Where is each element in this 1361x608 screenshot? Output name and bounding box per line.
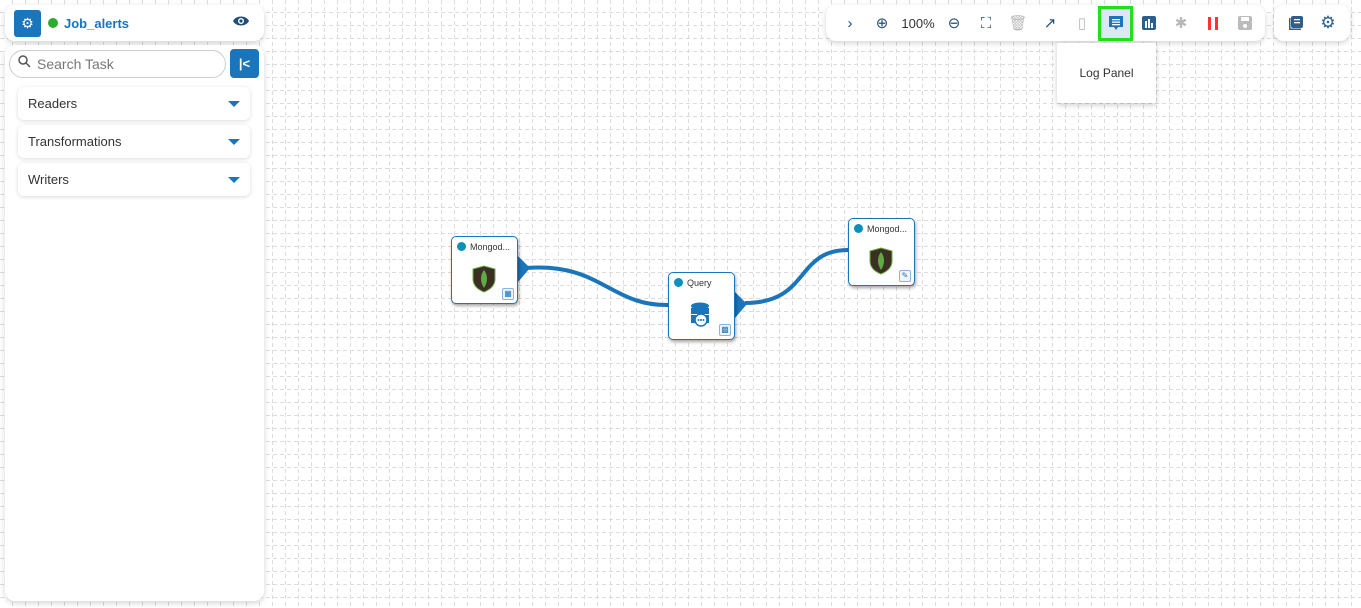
- eye-icon[interactable]: [232, 14, 250, 32]
- settings-gear-icon[interactable]: ⚙: [1320, 13, 1336, 32]
- pipeline-gear-icon: ⚙: [14, 9, 41, 37]
- secondary-toolbar: ⚙: [1274, 5, 1350, 41]
- section-label: Transformations: [28, 134, 122, 149]
- reader-badge-icon: ▦: [502, 288, 514, 300]
- search-task-field[interactable]: [9, 50, 226, 78]
- chart-icon[interactable]: [1133, 8, 1165, 38]
- list-icon[interactable]: [1280, 8, 1312, 38]
- node-status-dot: [674, 278, 683, 287]
- task-sidebar: |< Readers Transformations Writers: [5, 45, 264, 601]
- bug-icon[interactable]: ✱: [1174, 15, 1188, 32]
- port-out: [518, 256, 530, 282]
- node-status-dot: [457, 242, 466, 251]
- status-dot: [48, 18, 58, 28]
- node-mongodb-reader[interactable]: Mongod... ▦: [451, 236, 518, 304]
- chevron-down-icon: [228, 100, 240, 107]
- save-icon[interactable]: [1229, 8, 1261, 38]
- canvas-toolbar: › ⊕ 100% ⊖ ⛶ 🗑 ↗ ▯ ✱: [826, 5, 1265, 41]
- arrow-up-right-icon[interactable]: ↗: [1043, 15, 1057, 32]
- log-panel-icon[interactable]: [1098, 5, 1133, 41]
- writer-badge-icon: ✎: [899, 270, 911, 282]
- connection-2: [744, 248, 849, 305]
- section-readers[interactable]: Readers: [18, 87, 250, 120]
- search-task-input[interactable]: [37, 56, 207, 72]
- zoom-in-icon[interactable]: ⊕: [875, 15, 889, 32]
- job-title[interactable]: Job_alerts: [64, 15, 130, 31]
- log-panel-tooltip: Log Panel: [1057, 43, 1156, 103]
- section-label: Readers: [28, 96, 78, 111]
- mongodb-icon: [869, 247, 893, 275]
- job-header: ⚙ Job_alerts: [5, 5, 264, 41]
- section-transformations[interactable]: Transformations: [18, 125, 250, 158]
- fullscreen-icon[interactable]: ⛶: [980, 14, 992, 32]
- node-label: Mongod...: [867, 224, 908, 234]
- search-icon: [18, 55, 31, 73]
- delete-icon[interactable]: 🗑: [1008, 15, 1028, 32]
- zoom-level: 100%: [901, 15, 935, 31]
- zoom-out-icon[interactable]: ⊖: [947, 15, 961, 32]
- port-out: [735, 292, 747, 318]
- pause-icon[interactable]: [1197, 8, 1229, 38]
- chevron-down-icon: [228, 176, 240, 183]
- node-query[interactable]: Query ▩: [668, 272, 735, 340]
- database-query-icon: [691, 302, 709, 327]
- node-mongodb-writer[interactable]: Mongod... ✎: [848, 218, 915, 286]
- mobile-upload-icon[interactable]: ▯: [1077, 15, 1087, 32]
- mongodb-icon: [472, 265, 496, 293]
- collapse-sidebar-button[interactable]: |<: [230, 49, 259, 78]
- section-label: Writers: [28, 172, 69, 187]
- chevron-down-icon: [228, 138, 240, 145]
- node-label: Query: [687, 278, 712, 288]
- node-status-dot: [854, 224, 863, 233]
- section-writers[interactable]: Writers: [18, 163, 250, 196]
- transform-badge-icon: ▩: [719, 324, 731, 336]
- node-label: Mongod...: [470, 242, 511, 252]
- connection-1: [525, 265, 669, 308]
- expand-chevron-icon[interactable]: ›: [847, 14, 853, 32]
